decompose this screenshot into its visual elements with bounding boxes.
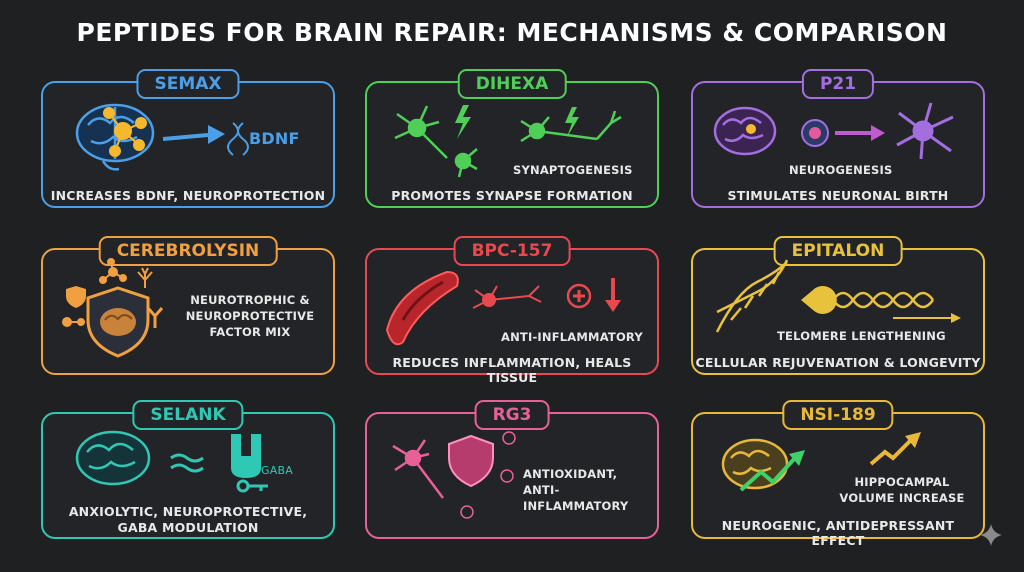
- card-description: ANXIOLYTIC, NEUROPROTECTIVE, GABA MODULA…: [68, 504, 308, 535]
- small-shield-icon: [66, 286, 86, 308]
- card-title: NSI-189: [782, 400, 894, 430]
- molecule-icon: [460, 431, 516, 519]
- card-sub-label: NEUROGENESIS: [789, 163, 893, 177]
- card-description: NEUROGENIC, ANTIDEPRESSANT EFFECT: [721, 518, 955, 548]
- card-title: RG3: [474, 400, 550, 430]
- card-p21: P21 NEUROGENESIS STIMULATES NEURONAL BIR…: [691, 69, 985, 208]
- key-icon: [236, 479, 268, 493]
- card-description: STIMULATES NEURONAL BIRTH: [727, 188, 949, 203]
- card-description: CELLULAR REJUVENATION & LONGEVITY: [695, 355, 981, 370]
- card-epitalon: EPITALON TELOMERE LENGTHENING CELLULAR R…: [691, 236, 985, 375]
- card-sub-label: HIPPOCAMPAL VOLUME INCREASE: [839, 475, 965, 505]
- stem-cell-icon: [801, 119, 829, 147]
- card-title: P21: [801, 69, 875, 99]
- card-semax: SEMAX BDNF INCREASES BDNF, NEUROPROTECTI…: [41, 69, 335, 208]
- card-description: REDUCES INFLAMMATION, HEALS TISSUE: [392, 355, 632, 385]
- wave-icon: [170, 453, 204, 473]
- arrow-right-icon: [893, 313, 961, 323]
- arrow-right-icon: [162, 125, 225, 144]
- brain-icon: [713, 106, 777, 156]
- trend-up-icon: [869, 432, 921, 466]
- card-sub-label: NEUROTROPHIC & NEUROPROTECTIVE FACTOR MI…: [185, 293, 315, 339]
- card-title: SELANK: [132, 400, 244, 430]
- card-bpc-157: BPC-157 ANTI-INFLAMMATORY REDUCES INFLAM…: [365, 236, 659, 385]
- card-dihexa: DIHEXA SYNAPTOGENESIS PROMOTES SYNAPSE F…: [365, 69, 659, 208]
- brain-icon: [721, 438, 789, 490]
- neuron-icon: [896, 102, 954, 160]
- cerebrolysin-illustration: [62, 258, 164, 358]
- card-sub-label: BDNF: [249, 129, 300, 148]
- card-title: DIHEXA: [457, 69, 567, 99]
- plus-circle-icon: [566, 283, 592, 309]
- card-description: INCREASES BDNF, NEUROPROTECTION: [50, 188, 326, 203]
- neuron-icon: [394, 105, 478, 178]
- shield-icon: [448, 434, 494, 488]
- bpc-157-illustration: [385, 270, 621, 346]
- card-cerebrolysin: CEREBROLYSIN NEUROTROPHIC & NEUROPROTECT…: [41, 236, 335, 375]
- arrow-right-icon: [835, 125, 885, 141]
- neuron-icon: [472, 285, 542, 309]
- card-sub-label: TELOMERE LENGTHENING: [777, 329, 946, 343]
- tree-neuron-icon: [137, 267, 153, 288]
- enzyme-icon: [801, 286, 837, 314]
- dna-helix-icon: [715, 259, 789, 333]
- lightning-icon: [455, 105, 579, 139]
- card-sub-label: ANTIOXIDANT, ANTI-INFLAMMATORY: [523, 467, 629, 513]
- epitalon-illustration: [715, 259, 961, 333]
- synapse-neurons-icon: [520, 110, 622, 143]
- card-sub-label: GABA: [261, 464, 293, 477]
- brain-icon: [75, 103, 155, 171]
- semax-illustration: [75, 103, 249, 171]
- shield-icon: [86, 286, 150, 358]
- card-title: SEMAX: [136, 69, 240, 99]
- brain-icon: [75, 430, 151, 486]
- molecule-icon: [62, 258, 127, 327]
- card-sub-label: SYNAPTOGENESIS: [513, 163, 633, 177]
- neuron-icon: [392, 439, 444, 499]
- nsi-189-illustration: [721, 432, 921, 492]
- selank-illustration: [75, 430, 268, 493]
- card-nsi-189: NSI-189 HIPPOCAMPAL VOLUME INCREASE NEUR…: [691, 400, 985, 548]
- card-rg3: RG3 ANTIOXIDANT, ANTI-INFLAMMATORY: [365, 400, 659, 539]
- inflamed-tissue-icon: [385, 270, 459, 346]
- page-title: PEPTIDES FOR BRAIN REPAIR: MECHANISMS & …: [76, 18, 948, 47]
- card-title: BPC-157: [453, 236, 571, 266]
- card-title: CEREBROLYSIN: [98, 236, 278, 266]
- trend-up-green-icon: [739, 450, 805, 492]
- antibody-icon: [146, 307, 164, 328]
- dna-icon: [831, 291, 935, 309]
- molecule-icon: [103, 107, 147, 157]
- sparkle-icon: [980, 524, 1002, 546]
- dna-icon: [227, 122, 249, 156]
- dihexa-illustration: [394, 105, 622, 178]
- card-sub-label: ANTI-INFLAMMATORY: [501, 330, 643, 344]
- arrow-down-icon: [605, 278, 621, 312]
- p21-illustration: [713, 102, 954, 160]
- rg3-illustration: [392, 431, 516, 519]
- card-title: EPITALON: [773, 236, 903, 266]
- receptor-icon: [231, 434, 261, 478]
- card-selank: SELANK GABA ANXIOLYTIC, NEUROPROTECTIVE,…: [41, 400, 335, 539]
- card-description: PROMOTES SYNAPSE FORMATION: [391, 188, 633, 203]
